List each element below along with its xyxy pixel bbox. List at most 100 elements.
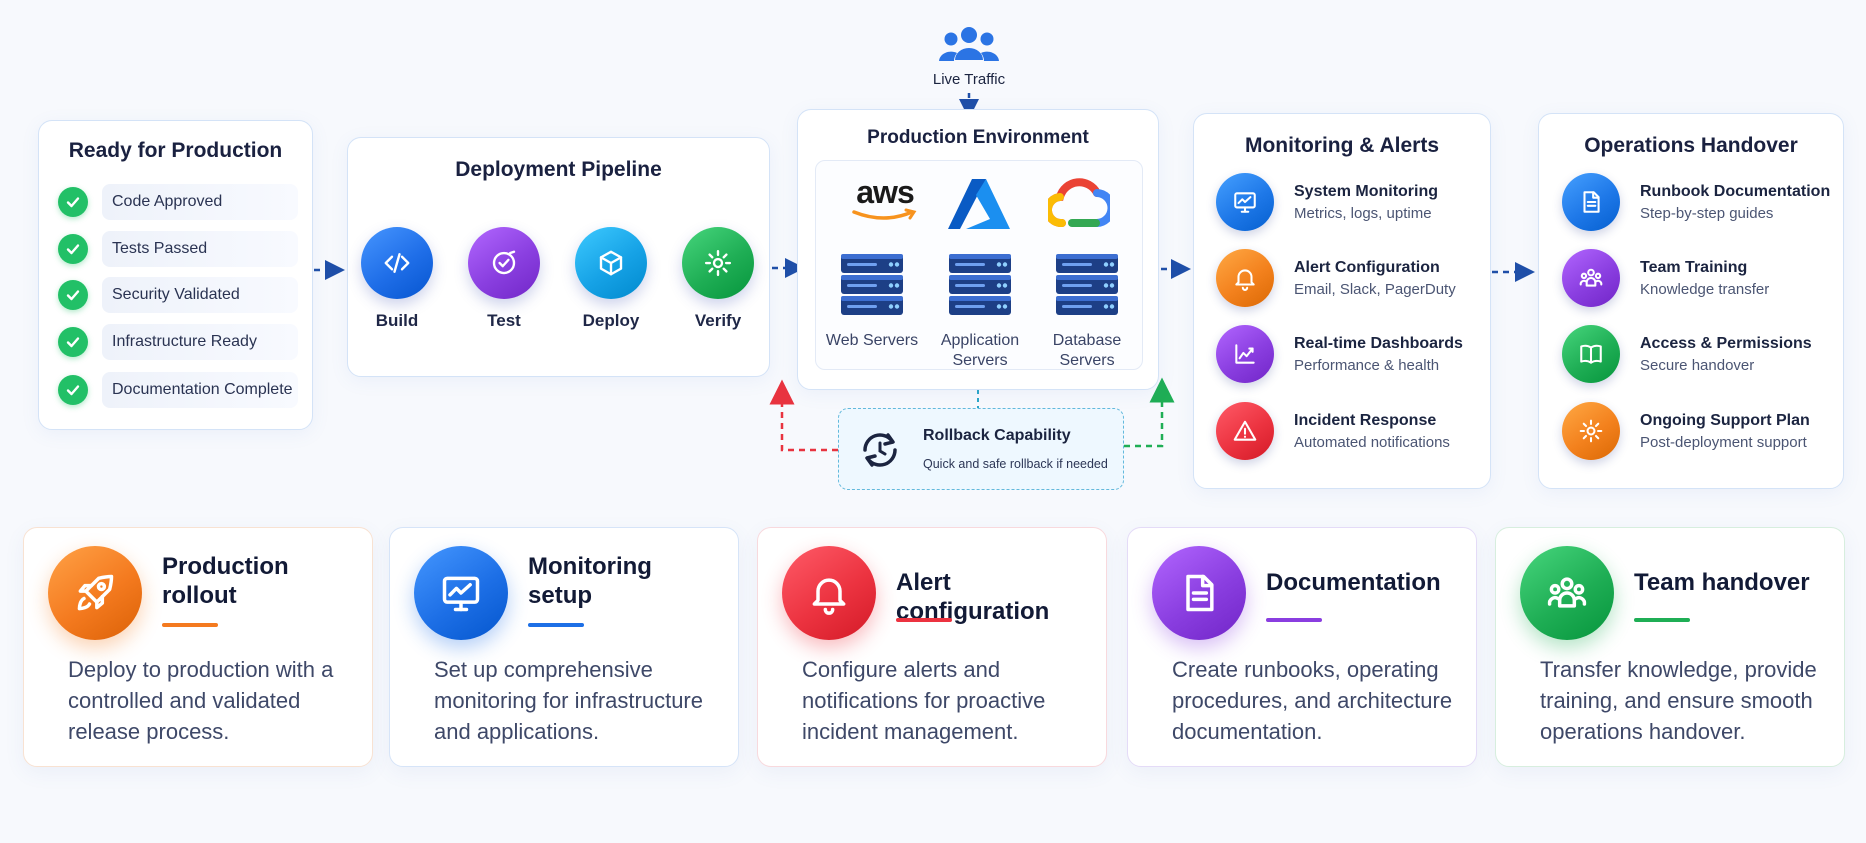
check-icon bbox=[58, 187, 88, 217]
ready-check-item: Documentation Complete bbox=[58, 372, 298, 408]
summary-card-title-line1: Production bbox=[162, 553, 289, 580]
pipeline-step-test: Test bbox=[467, 227, 541, 331]
rollback-card: Rollback Capability Quick and safe rollb… bbox=[838, 408, 1124, 490]
ready-check-label: Documentation Complete bbox=[102, 372, 298, 408]
rollback-icon bbox=[863, 433, 897, 467]
summary-card-accent-bar bbox=[1266, 618, 1322, 622]
document-icon bbox=[1562, 173, 1620, 231]
server-label-line2: Servers bbox=[1059, 352, 1115, 369]
rollback-subtitle: Quick and safe rollback if needed bbox=[923, 457, 1108, 471]
users-icon bbox=[939, 27, 999, 61]
handover-item-title: Ongoing Support Plan bbox=[1640, 411, 1810, 429]
ready-check-item: Tests Passed bbox=[58, 231, 298, 267]
summary-card-desc: Create runbooks, operating procedures, a… bbox=[1172, 657, 1453, 744]
monitoring-item-desc: Metrics, logs, uptime bbox=[1294, 204, 1432, 222]
gear-icon bbox=[682, 227, 754, 299]
server-label-line1: Application bbox=[940, 332, 1020, 349]
server-label-line2: Servers bbox=[952, 352, 1008, 369]
server-label-line1: Database bbox=[1052, 332, 1122, 349]
server-rack-icon bbox=[817, 252, 927, 323]
summary-card-title-line2: setup bbox=[528, 582, 593, 609]
pipeline-step-label: Deploy bbox=[582, 311, 640, 330]
pipeline-step-label: Test bbox=[487, 311, 521, 330]
summary-card-desc: Deploy to production with a controlled a… bbox=[68, 657, 334, 744]
team-icon bbox=[1562, 249, 1620, 307]
summary-card: Alert configuration Configure alerts and… bbox=[757, 527, 1107, 767]
ready-check-label: Security Validated bbox=[102, 277, 298, 313]
summary-card-title-line1: Monitoring bbox=[528, 553, 652, 580]
summary-card-desc: Transfer knowledge, provide training, an… bbox=[1540, 657, 1817, 744]
check-icon bbox=[58, 375, 88, 405]
aws-smile-icon bbox=[852, 208, 917, 220]
summary-card-accent-bar bbox=[528, 623, 584, 627]
aws-logo-text: aws bbox=[856, 174, 914, 210]
pipeline-step-deploy: Deploy bbox=[574, 227, 648, 331]
monitoring-item-desc: Email, Slack, PagerDuty bbox=[1294, 280, 1456, 298]
summary-card-title-line1: Alert configuration bbox=[896, 569, 1050, 625]
live-traffic-label: Live Traffic bbox=[932, 71, 1006, 88]
team-icon bbox=[1520, 546, 1614, 640]
rollback-green-arrow bbox=[1124, 377, 1175, 448]
pipeline-step-build: Build bbox=[360, 227, 434, 331]
monitor-icon bbox=[1216, 173, 1274, 231]
rollback-red-arrow bbox=[769, 379, 838, 452]
handover-item-desc: Secure handover bbox=[1640, 356, 1755, 374]
book-icon bbox=[1562, 325, 1620, 383]
monitoring-item-title: Alert Configuration bbox=[1294, 258, 1440, 276]
monitoring-item-desc: Automated notifications bbox=[1294, 433, 1450, 451]
handover-item-title: Access & Permissions bbox=[1640, 334, 1812, 352]
pipeline-title: Deployment Pipeline bbox=[455, 158, 662, 181]
summary-card-title-line2: rollout bbox=[162, 582, 237, 609]
handover-item-title: Team Training bbox=[1640, 258, 1748, 276]
rollback-title: Rollback Capability bbox=[923, 427, 1071, 444]
handover-item-desc: Post-deployment support bbox=[1640, 433, 1807, 451]
document-icon bbox=[1152, 546, 1246, 640]
summary-card-title-line1: Documentation bbox=[1266, 569, 1441, 596]
handover-item-title: Runbook Documentation bbox=[1640, 182, 1831, 200]
summary-card-accent-bar bbox=[1634, 618, 1690, 622]
warning-icon bbox=[1216, 402, 1274, 460]
summary-card: Documentation Create runbooks, operating… bbox=[1127, 527, 1477, 767]
monitoring-item-title: Real-time Dashboards bbox=[1294, 334, 1463, 352]
ready-check-label: Infrastructure Ready bbox=[102, 324, 298, 360]
check-icon bbox=[58, 327, 88, 357]
ready-check-item: Code Approved bbox=[58, 184, 298, 220]
gear-icon bbox=[1562, 402, 1620, 460]
summary-card-title-line1: Team handover bbox=[1634, 569, 1810, 596]
monitoring-item-title: Incident Response bbox=[1294, 411, 1437, 429]
code-icon bbox=[361, 227, 433, 299]
summary-card: Team handover Transfer knowledge, provid… bbox=[1495, 527, 1845, 767]
server-item: Web Servers bbox=[817, 252, 927, 351]
ready-title: Ready for Production bbox=[68, 139, 283, 162]
monitoring-item-title: System Monitoring bbox=[1294, 182, 1439, 200]
cube-icon bbox=[575, 227, 647, 299]
handover-item-desc: Step-by-step guides bbox=[1640, 204, 1774, 222]
ready-check-item: Security Validated bbox=[58, 277, 298, 313]
server-rack-icon bbox=[925, 252, 1035, 323]
summary-card-desc: Configure alerts and notifications for p… bbox=[802, 657, 1046, 744]
summary-card-desc: Set up comprehensive monitoring for infr… bbox=[434, 657, 703, 744]
summary-card-accent-bar bbox=[162, 623, 218, 627]
pipeline-step-label: Verify bbox=[694, 311, 742, 330]
ready-check-label: Code Approved bbox=[102, 184, 298, 220]
aws-logo: aws bbox=[848, 176, 922, 227]
ready-check-item: Infrastructure Ready bbox=[58, 324, 298, 360]
azure-logo-icon bbox=[948, 179, 1010, 229]
summary-card-accent-bar bbox=[896, 618, 952, 622]
chart-icon bbox=[1216, 325, 1274, 383]
bell-icon bbox=[1216, 249, 1274, 307]
server-label-line1: Web Servers bbox=[825, 332, 919, 349]
handover-item-desc: Knowledge transfer bbox=[1640, 280, 1770, 298]
pipeline-step-verify: Verify bbox=[681, 227, 755, 331]
production-title: Production Environment bbox=[867, 127, 1089, 148]
bell-icon bbox=[782, 546, 876, 640]
